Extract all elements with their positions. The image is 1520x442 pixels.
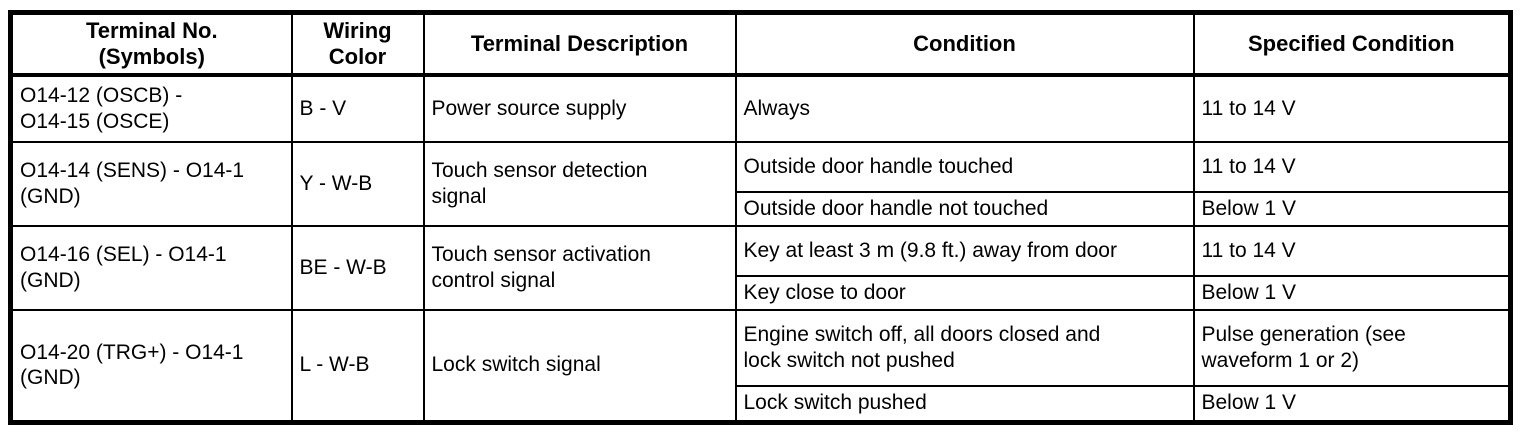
condition-cell: Key close to door bbox=[734, 274, 1195, 311]
specified-condition-cell: Below 1 V bbox=[1192, 274, 1512, 311]
col-header-condition: Condition bbox=[734, 11, 1195, 77]
terminal-cell: O14-16 (SEL) - O14-1 (GND) bbox=[9, 224, 293, 311]
specified-condition-cell: Pulse generation (see waveform 1 or 2) bbox=[1192, 308, 1512, 387]
table-subrow: Lock switch pushed Below 1 V bbox=[11, 384, 1512, 424]
wiring-color-cell: B - V bbox=[290, 73, 425, 143]
terminal-cell: O14-20 (TRG+) - O14-1 (GND) bbox=[9, 308, 293, 424]
col-header-wiring-color: Wiring Color bbox=[290, 11, 425, 77]
specified-condition-cell: Below 1 V bbox=[1192, 190, 1512, 227]
terminal-cell: O14-14 (SENS) - O14-1 (GND) bbox=[9, 140, 293, 227]
table-subrow: Outside door handle not touched Below 1 … bbox=[11, 190, 1512, 227]
terminal-cell: O14-12 (OSCB) - O14-15 (OSCE) bbox=[9, 73, 293, 143]
wiring-color-cell: L - W-B bbox=[290, 308, 425, 424]
description-cell: Power source supply bbox=[422, 73, 737, 143]
condition-cell: Key at least 3 m (9.8 ft.) away from doo… bbox=[734, 224, 1195, 277]
specified-condition-cell: 11 to 14 V bbox=[1192, 224, 1512, 277]
condition-cell: Outside door handle not touched bbox=[734, 190, 1195, 227]
wiring-color-cell: BE - W-B bbox=[290, 224, 425, 311]
table-row: O14-20 (TRG+) - O14-1 (GND) L - W-B Lock… bbox=[9, 308, 1512, 424]
table-row: O14-12 (OSCB) - O14-15 (OSCE) B - V Powe… bbox=[9, 73, 1512, 143]
specified-condition-cell: 11 to 14 V bbox=[1192, 73, 1512, 143]
condition-cell: Lock switch pushed bbox=[734, 384, 1195, 424]
table-header-row: Terminal No. (Symbols) Wiring Color Term… bbox=[9, 11, 1512, 77]
description-cell: Touch sensor activation control signal bbox=[422, 224, 737, 311]
specified-condition-cell: 11 to 14 V bbox=[1192, 140, 1512, 193]
table-subrow: Key close to door Below 1 V bbox=[11, 274, 1512, 311]
condition-cell: Engine switch off, all doors closed and … bbox=[734, 308, 1195, 387]
description-cell: Touch sensor detection signal bbox=[422, 140, 737, 227]
table-row: O14-14 (SENS) - O14-1 (GND) Y - W-B Touc… bbox=[9, 140, 1512, 227]
condition-cell: Outside door handle touched bbox=[734, 140, 1195, 193]
specified-condition-cell: Below 1 V bbox=[1192, 384, 1512, 424]
terminal-specification-table: Terminal No. (Symbols) Wiring Color Term… bbox=[8, 10, 1513, 425]
wiring-color-cell: Y - W-B bbox=[290, 140, 425, 227]
condition-cell: Always bbox=[734, 73, 1195, 143]
table-row: O14-16 (SEL) - O14-1 (GND) BE - W-B Touc… bbox=[9, 224, 1512, 311]
col-header-terminal-description: Terminal Description bbox=[422, 11, 737, 77]
description-cell: Lock switch signal bbox=[422, 308, 737, 424]
col-header-terminal-no: Terminal No. (Symbols) bbox=[9, 11, 293, 77]
col-header-specified-condition: Specified Condition bbox=[1192, 11, 1512, 77]
